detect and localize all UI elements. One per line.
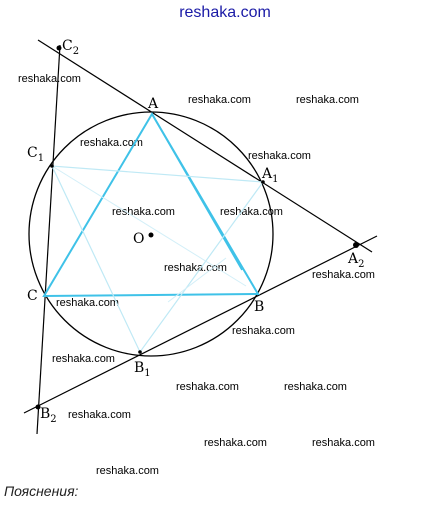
point-c2-dot (56, 45, 62, 51)
watermark: reshaka.com (232, 325, 295, 337)
watermark: reshaka.com (96, 465, 159, 477)
label-a1: A1 (261, 166, 279, 185)
watermark: reshaka.com (52, 353, 115, 365)
label-b: B (254, 299, 264, 315)
tangent-line-at-a (37, 39, 373, 253)
label-o: O (133, 231, 144, 247)
watermark: reshaka.com (18, 73, 81, 85)
label-a2: A2 (347, 251, 365, 270)
label-c: C (27, 288, 38, 304)
label-a: A (147, 96, 159, 112)
label-c1: C1 (27, 145, 44, 164)
faint-construction-line (51, 165, 247, 287)
label-c2: C2 (62, 38, 79, 57)
triangle-side-ab-inner (151, 113, 243, 271)
point-a1-dot (261, 180, 265, 184)
point-a2-dot (353, 242, 359, 248)
watermark: reshaka.com (284, 381, 347, 393)
watermark: reshaka.com (204, 437, 267, 449)
point-b2-dot (35, 404, 41, 410)
tangent-line-at-b (23, 235, 378, 414)
point-b1-dot (138, 350, 142, 354)
site-header[interactable]: reshaka.com (179, 4, 271, 21)
watermark: reshaka.com (112, 206, 175, 218)
watermark: reshaka.com (176, 381, 239, 393)
tangent-line-at-c (36, 44, 61, 435)
center-o-dot (148, 232, 154, 238)
watermark: reshaka.com (312, 269, 375, 281)
label-b1: B1 (134, 360, 151, 379)
watermark: reshaka.com (68, 409, 131, 421)
watermark: reshaka.com (296, 94, 359, 106)
watermark: reshaka.com (188, 94, 251, 106)
watermark: reshaka.com (248, 150, 311, 162)
watermark: reshaka.com (220, 206, 283, 218)
watermark: reshaka.com (56, 297, 119, 309)
point-c1-dot (50, 164, 54, 168)
triangle-abc (42, 112, 260, 298)
label-b2: B2 (40, 406, 57, 425)
watermark: reshaka.com (80, 137, 143, 149)
explanation-caption: Пояснения: (4, 483, 79, 499)
faint-construction-line (167, 257, 227, 303)
triangle-a1b1c1 (51, 165, 265, 354)
watermark: reshaka.com (312, 437, 375, 449)
